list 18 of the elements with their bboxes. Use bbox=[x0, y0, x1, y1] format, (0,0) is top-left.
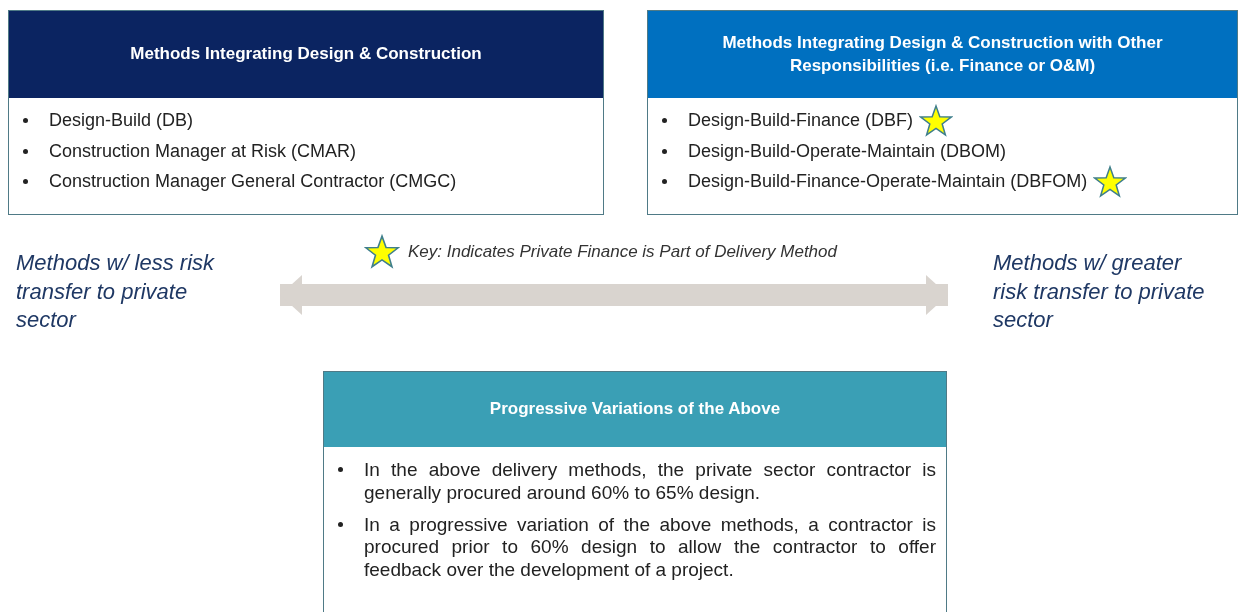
list-item-text: Design-Build-Finance-Operate-Maintain (DBFOM) bbox=[688, 171, 1088, 192]
scale-end-label: Methods w/ less risk transfer to private sector bbox=[16, 249, 216, 335]
list-item-text: Construction Manager General Contractor (CMGC) bbox=[49, 171, 457, 192]
list-item-text: Design-Build-Finance (DBF) bbox=[688, 110, 914, 130]
card-header: Progressive Variations of the Above bbox=[324, 372, 946, 447]
card-header: Methods Integrating Design & Construction with Other Responsibilities (i.e. Finance or O&M) bbox=[648, 11, 1237, 98]
list-item-text: Design-Build-Operate-Maintain (DBOM) bbox=[688, 140, 1007, 161]
scale-end-label: Methods w/ greater risk transfer to private sector bbox=[993, 249, 1206, 335]
list-item-text: Construction Manager at Risk (CMAR) bbox=[49, 140, 357, 161]
legend-text: Key: Indicates Private Finance is Part of Delivery Method bbox=[408, 242, 837, 262]
card-header: Methods Integrating Design & Construction bbox=[9, 11, 603, 98]
list-item-text: In the above delivery methods, the private sector contractor is generally procured around 60% to 65% design. bbox=[364, 459, 936, 505]
card-panel bbox=[8, 10, 604, 215]
list-item-text: In a progressive variation of the above methods, a contractor is procured prior to 60% design to allow the contractor to offer feedback over the development of a project. bbox=[364, 513, 936, 582]
list-item-text: Design-Build (DB) bbox=[49, 110, 194, 130]
double-arrow bbox=[280, 275, 948, 315]
card-panel bbox=[647, 10, 1238, 215]
card-panel bbox=[323, 371, 947, 612]
